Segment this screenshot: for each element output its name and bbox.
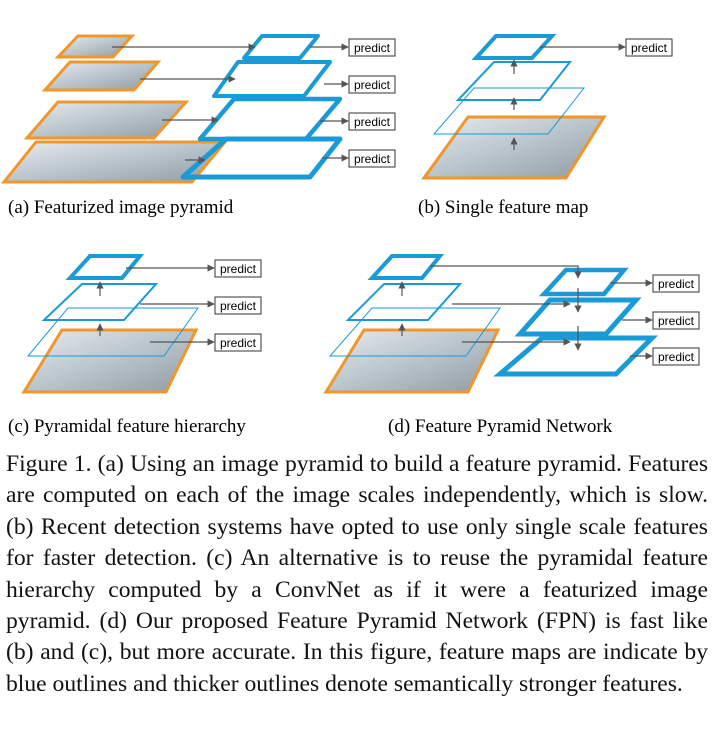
bottom-up-map-3 <box>367 254 445 280</box>
feature-map-3 <box>471 34 557 60</box>
image-pyramid <box>0 34 229 184</box>
predict-label: predict <box>220 262 257 276</box>
figure-diagram: predict predict predict predict (a) Feat… <box>0 34 700 437</box>
predict-label: predict <box>631 41 668 55</box>
image-level-1 <box>0 140 229 184</box>
predict-label: predict <box>658 314 695 328</box>
predict-label: predict <box>354 115 391 129</box>
panel-d-diagram: predict predict predict (d) Feature Pyra… <box>323 254 700 437</box>
panel-c-caption: (c) Pyramidal feature hierarchy <box>8 416 246 437</box>
predict-boxes-a: predict predict predict predict <box>348 38 396 168</box>
image-level-4 <box>54 34 136 59</box>
feature-map-4 <box>242 34 320 60</box>
predict-label: predict <box>658 277 695 291</box>
feature-map-3 <box>65 254 145 280</box>
panel-d-caption: (d) Feature Pyramid Network <box>388 416 613 437</box>
feature-map-2 <box>41 283 159 321</box>
top-down-map-1 <box>493 335 659 377</box>
predict-label: predict <box>220 299 257 313</box>
bottom-up-map-1 <box>328 307 501 357</box>
panel-b-caption: (b) Single feature map <box>418 197 588 218</box>
input-image <box>323 328 501 394</box>
bottom-up-map-2 <box>345 283 463 321</box>
panel-a-caption: (a) Featurized image pyramid <box>8 197 234 218</box>
top-down-map-3 <box>538 267 629 297</box>
panel-c-diagram: predict predict predict (c) Pyramidal fe… <box>8 254 262 437</box>
feature-map-2 <box>197 96 343 142</box>
feature-map-3 <box>212 60 332 98</box>
predict-label: predict <box>354 152 391 166</box>
feature-map-1 <box>432 87 586 135</box>
feature-map-1 <box>26 307 199 357</box>
predict-label: predict <box>658 350 695 364</box>
feature-maps <box>180 34 343 180</box>
panel-a-diagram: predict predict predict predict (a) Feat… <box>0 34 396 218</box>
arrow-d-3 <box>430 265 582 279</box>
image-level-2 <box>23 100 190 140</box>
panel-b-diagram: predict (b) Single feature map <box>418 34 673 218</box>
image-level-3 <box>41 60 162 92</box>
predict-label: predict <box>354 78 391 92</box>
figure-caption: Figure 1. (a) Using an image pyramid to … <box>6 451 708 697</box>
predict-label: predict <box>220 336 257 350</box>
predict-label: predict <box>354 41 391 55</box>
feature-map-2 <box>455 61 573 101</box>
input-image <box>21 328 199 394</box>
top-down-map-2 <box>514 297 642 337</box>
